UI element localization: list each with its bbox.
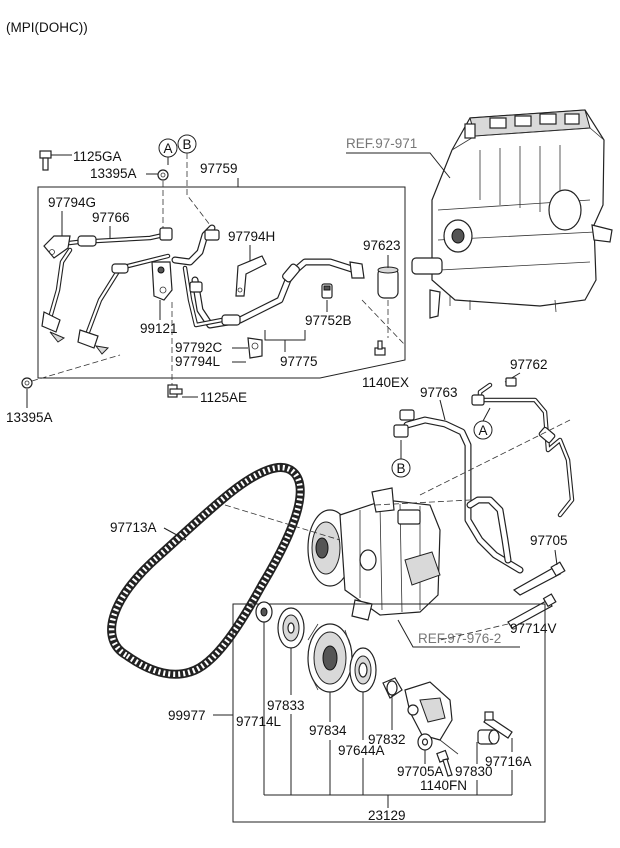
callout-a-mid: A bbox=[473, 407, 493, 440]
label-1140fn: 1140FN bbox=[420, 778, 467, 793]
label-23129: 23129 bbox=[368, 808, 406, 823]
nut-13395a-bottom bbox=[21, 354, 121, 389]
bearing-97644a bbox=[349, 647, 377, 693]
label-97705a: 97705A bbox=[397, 764, 444, 779]
svg-text:A: A bbox=[164, 141, 173, 156]
receiver-drier-97623 bbox=[361, 266, 406, 346]
nut-13395a-top bbox=[157, 169, 169, 230]
callout-a-top: A bbox=[158, 138, 178, 165]
bolt-1140fn bbox=[436, 749, 453, 777]
label-97834: 97834 bbox=[309, 723, 347, 738]
bolt-1125ga bbox=[39, 150, 72, 171]
bracket-97794g bbox=[43, 235, 71, 259]
pulley-97834 bbox=[307, 623, 353, 693]
drive-belt-97713a bbox=[107, 463, 305, 679]
label-97759: 97759 bbox=[200, 161, 238, 176]
valve-97752b bbox=[321, 283, 333, 299]
label-97644a: 97644A bbox=[338, 743, 385, 758]
upper-assembly-frame bbox=[37, 186, 406, 379]
label-97830: 97830 bbox=[455, 764, 493, 779]
label-97705: 97705 bbox=[530, 533, 568, 548]
label-97763: 97763 bbox=[420, 385, 458, 400]
label-1125ga: 1125GA bbox=[73, 149, 122, 164]
label-13395a-top: 13395A bbox=[90, 166, 137, 181]
pulley-97833 bbox=[277, 607, 305, 649]
svg-text:A: A bbox=[479, 423, 488, 438]
discharge-hose-97762 bbox=[471, 377, 575, 518]
label-99977: 99977 bbox=[168, 708, 206, 723]
svg-text:B: B bbox=[183, 137, 192, 152]
label-1140ex: 1140EX bbox=[362, 375, 409, 390]
label-97714l: 97714L bbox=[236, 714, 282, 729]
label-97794h: 97794H bbox=[228, 229, 275, 244]
bolt-97714l bbox=[255, 601, 273, 623]
label-97762: 97762 bbox=[510, 357, 548, 372]
lower-assembly-frame bbox=[232, 603, 546, 823]
ref-hvac-leader bbox=[346, 152, 451, 179]
ref-hvac-label: REF.97-971 bbox=[346, 136, 417, 151]
leader-lines-lower bbox=[263, 622, 513, 808]
label-97713a: 97713A bbox=[110, 520, 157, 535]
bracket-97794h bbox=[235, 255, 267, 297]
bolt-97714v bbox=[439, 593, 557, 641]
svg-text:B: B bbox=[397, 461, 406, 476]
bolt-1125ae bbox=[167, 302, 198, 398]
label-99121: 99121 bbox=[140, 321, 178, 336]
label-97775: 97775 bbox=[280, 354, 318, 369]
label-97714v: 97714V bbox=[510, 621, 557, 636]
clamp-97792c bbox=[247, 337, 263, 359]
label-13395a-bottom: 13395A bbox=[6, 410, 53, 425]
label-97766: 97766 bbox=[92, 210, 130, 225]
callout-b-top: B bbox=[177, 134, 211, 226]
callout-b-mid: B bbox=[391, 440, 411, 478]
tensioner-97830 bbox=[404, 681, 459, 755]
bushing-97832 bbox=[382, 677, 403, 699]
label-97794l: 97794L bbox=[175, 354, 221, 369]
suction-hose-97763 bbox=[393, 409, 524, 574]
label-97794g: 97794G bbox=[48, 195, 96, 210]
label-97833: 97833 bbox=[267, 698, 305, 713]
bracket-99121 bbox=[151, 227, 173, 301]
washer-97705a bbox=[417, 733, 433, 751]
label-97716a: 97716A bbox=[485, 754, 532, 769]
ref-compressor-label: REF.97-976-2 bbox=[418, 631, 501, 646]
label-97623: 97623 bbox=[363, 238, 401, 253]
discharge-hose-97775 bbox=[171, 224, 365, 329]
bolt-97705 bbox=[512, 561, 566, 596]
hvac-unit-illustration bbox=[411, 109, 613, 319]
compressor-illustration bbox=[307, 487, 441, 621]
bolt-1140ex bbox=[374, 340, 386, 356]
label-97792c: 97792C bbox=[175, 340, 223, 355]
adjuster-97716a bbox=[477, 711, 513, 745]
label-97752b: 97752B bbox=[305, 313, 352, 328]
label-97832: 97832 bbox=[368, 732, 406, 747]
diagram-title: (MPI(DOHC)) bbox=[6, 20, 88, 35]
label-1125ae: 1125AE bbox=[200, 390, 247, 405]
